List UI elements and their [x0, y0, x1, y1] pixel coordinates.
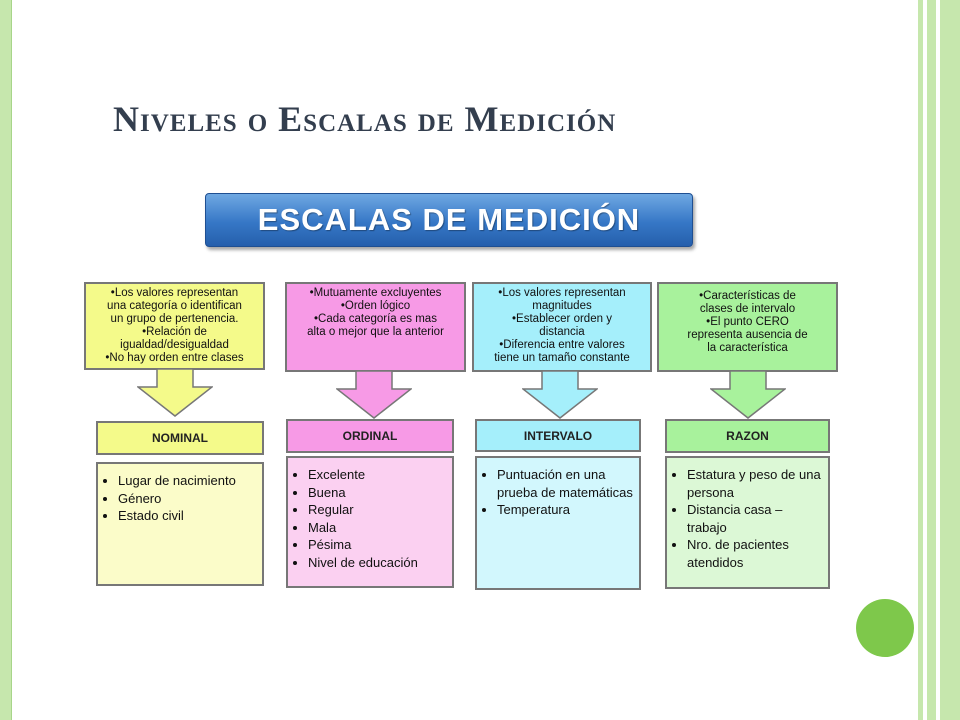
example-item: Género: [118, 490, 256, 508]
descriptor-line: •Orden lógico: [340, 300, 411, 312]
descriptor-line: •Los valores representan: [498, 287, 626, 299]
descriptor-line: magnitudes: [532, 300, 592, 312]
descriptor-line: •El punto CERO: [706, 316, 789, 328]
example-item: Temperatura: [497, 501, 633, 519]
intervalo-examples-box: Puntuación en una prueba de matemáticas …: [475, 456, 641, 590]
razon-label-box: RAZON: [665, 419, 830, 453]
example-item: Nro. de pacientes atendidos: [687, 536, 822, 571]
ordinal-down-arrow: [336, 371, 412, 419]
diagram-heading-banner: ESCALAS DE MEDICIÓN: [205, 193, 693, 247]
slide-title: Niveles o Escalas de Medición: [113, 99, 617, 139]
descriptor-line: tiene un tamaño constante: [494, 352, 630, 364]
descriptor-line: •Establecer orden y: [512, 313, 612, 325]
scale-label: NOMINAL: [152, 431, 208, 445]
intervalo-label-box: INTERVALO: [475, 419, 641, 452]
descriptor-line: una categoría o identifican: [107, 300, 242, 312]
right-decorative-stripes: [918, 0, 960, 720]
ordinal-examples-box: Excelente Buena Regular Mala Pésima Nive…: [286, 456, 454, 588]
descriptor-line: •Los valores representan: [110, 287, 239, 299]
green-circle-decoration: [856, 599, 914, 657]
descriptor-line: •No hay orden entre clases: [105, 352, 244, 364]
example-item: Nivel de educación: [308, 554, 446, 572]
nominal-descriptor-box: •Los valores representan una categoría o…: [84, 282, 265, 370]
example-item: Pésima: [308, 536, 446, 554]
example-item: Regular: [308, 501, 446, 519]
example-item: Puntuación en una prueba de matemáticas: [497, 466, 633, 501]
intervalo-down-arrow: [522, 371, 598, 419]
left-decorative-bar: [0, 0, 12, 720]
scale-label: RAZON: [726, 429, 769, 443]
descriptor-line: •Relación de: [142, 326, 207, 338]
descriptor-line: •Características de: [699, 290, 796, 302]
descriptor-line: un grupo de pertenencia.: [110, 313, 239, 325]
example-item: Distancia casa – trabajo: [687, 501, 822, 536]
descriptor-line: •Cada categoría es mas: [314, 313, 437, 325]
descriptor-line: la característica: [707, 342, 788, 354]
ordinal-label-box: ORDINAL: [286, 419, 454, 453]
nominal-label-box: NOMINAL: [96, 421, 264, 455]
descriptor-line: distancia: [539, 326, 585, 338]
nominal-examples-box: Lugar de nacimiento Género Estado civil: [96, 462, 264, 586]
descriptor-line: •Diferencia entre valores: [499, 339, 625, 351]
descriptor-line: clases de intervalo: [699, 303, 796, 315]
nominal-down-arrow: [137, 369, 213, 417]
example-item: Lugar de nacimiento: [118, 472, 256, 490]
scale-label: INTERVALO: [523, 428, 593, 443]
ordinal-descriptor-box: •Mutuamente excluyentes •Orden lógico •C…: [285, 282, 466, 372]
descriptor-line: representa ausencia de: [687, 329, 808, 341]
descriptor-line: igualdad/desigualdad: [120, 339, 229, 351]
razon-down-arrow: [710, 371, 786, 419]
razon-descriptor-box: •Características de clases de intervalo …: [657, 282, 838, 372]
scale-label: ORDINAL: [342, 429, 398, 443]
example-item: Mala: [308, 519, 446, 537]
example-item: Excelente: [308, 466, 446, 484]
example-item: Estado civil: [118, 507, 256, 525]
example-item: Buena: [308, 484, 446, 502]
descriptor-line: •Mutuamente excluyentes: [309, 287, 442, 299]
example-item: Estatura y peso de una persona: [687, 466, 822, 501]
razon-examples-box: Estatura y peso de una persona Distancia…: [665, 456, 830, 589]
diagram-heading: ESCALAS DE MEDICIÓN: [257, 202, 641, 237]
intervalo-descriptor-box: •Los valores representan magnitudes •Est…: [472, 282, 652, 372]
descriptor-line: alta o mejor que la anterior: [307, 326, 444, 338]
